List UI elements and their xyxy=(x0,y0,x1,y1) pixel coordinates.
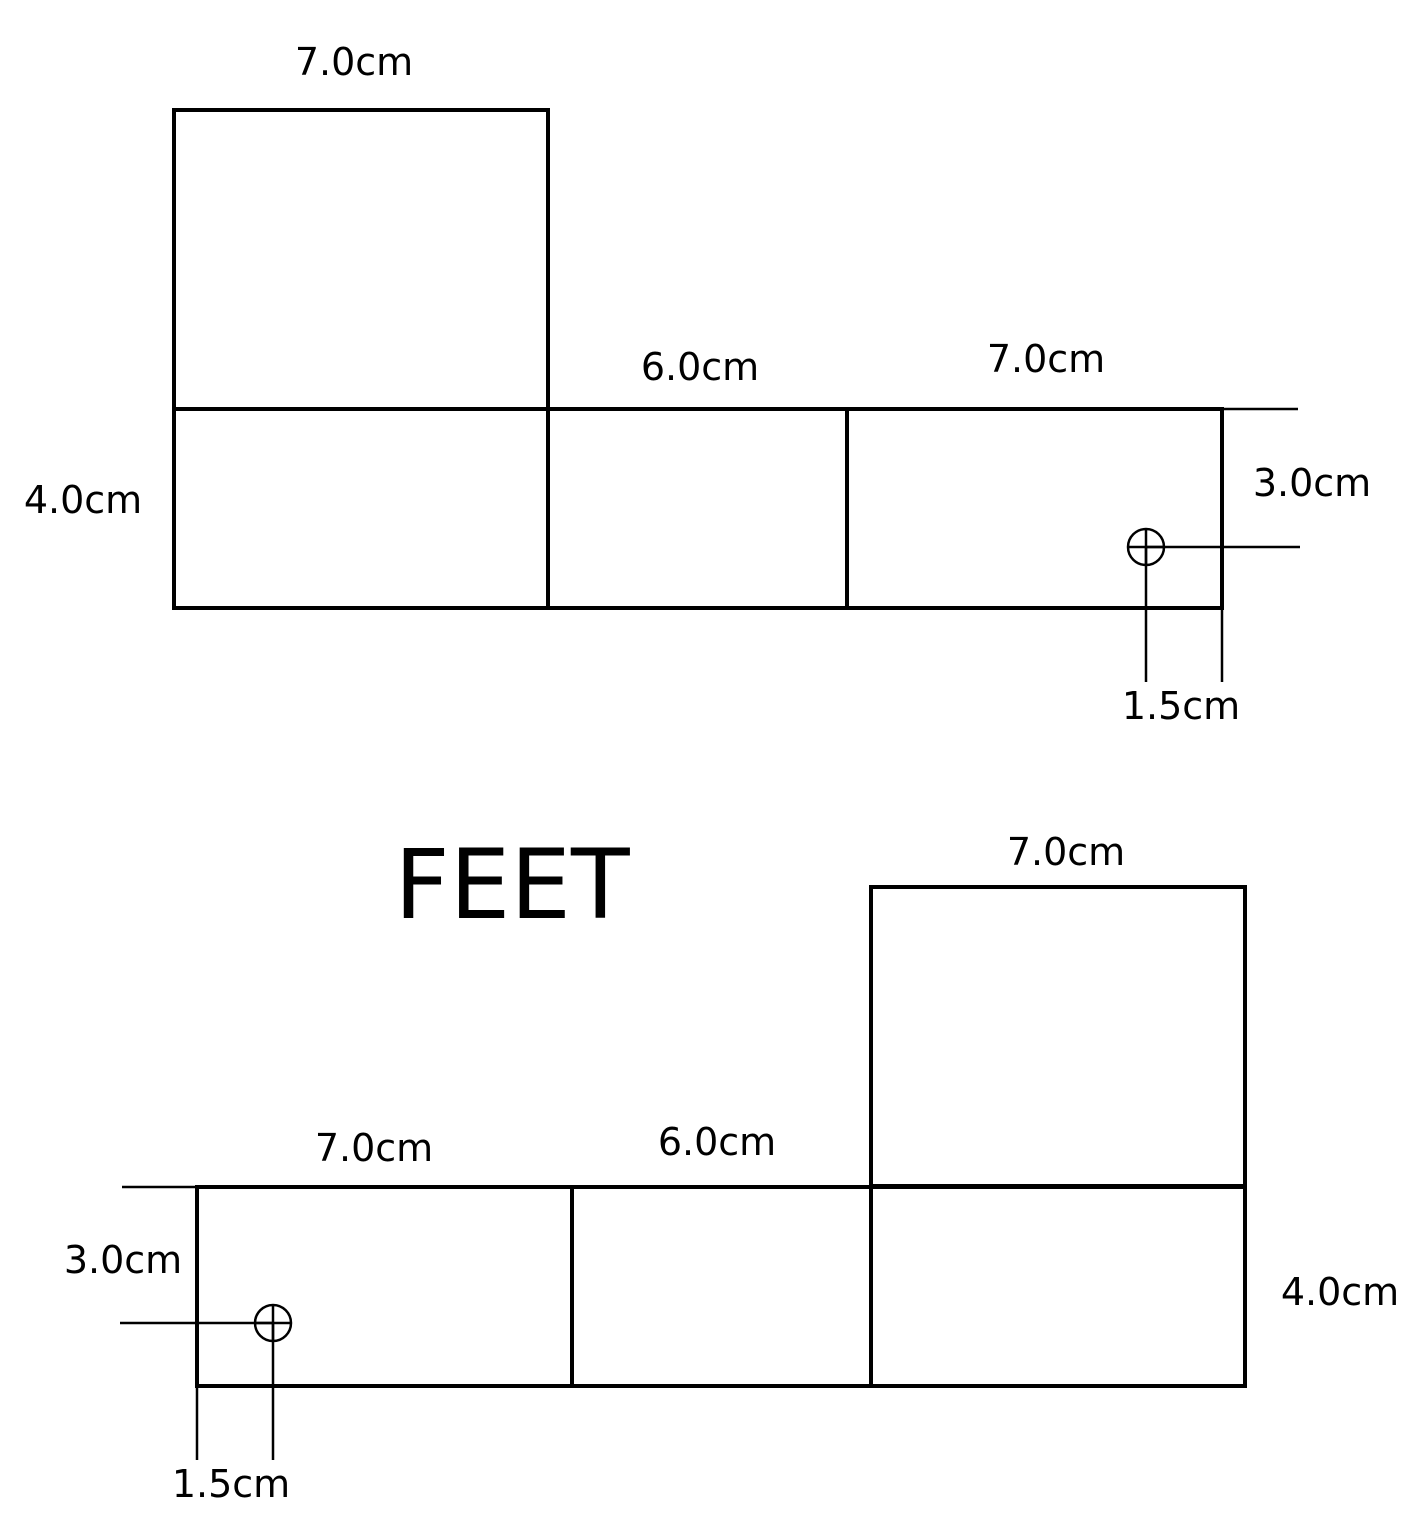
top-net-right-width-label: 7.0cm xyxy=(987,337,1105,381)
top-net-height-label: 4.0cm xyxy=(24,478,142,522)
top-net-middle-width-label: 6.0cm xyxy=(641,345,759,389)
bottom-net-flap-panel xyxy=(869,885,1247,1188)
top-net: 7.0cm 6.0cm 7.0cm 4.0cm 3.0cm 1.5cm xyxy=(24,40,1371,728)
top-net-flap-width-label: 7.0cm xyxy=(295,40,413,84)
bottom-net-hole-top-distance-label: 3.0cm xyxy=(64,1238,182,1282)
top-net-hole-marker xyxy=(1126,527,1166,567)
page-title: FEET xyxy=(394,829,630,941)
top-net-hole-top-distance-label: 3.0cm xyxy=(1253,461,1371,505)
bottom-net-middle-width-label: 6.0cm xyxy=(658,1120,776,1164)
bottom-net: 7.0cm 7.0cm 6.0cm 3.0cm 4.0cm 1.5cm xyxy=(64,830,1399,1506)
bottom-net-hole-side-distance-label: 1.5cm xyxy=(172,1462,290,1506)
bottom-net-base-strip xyxy=(195,1185,1247,1388)
top-net-base-strip xyxy=(172,407,1224,610)
top-net-flap-panel xyxy=(172,108,550,411)
top-net-hole-side-distance-label: 1.5cm xyxy=(1122,684,1240,728)
bottom-net-left-width-label: 7.0cm xyxy=(315,1126,433,1170)
bottom-net-hole-marker xyxy=(253,1303,293,1343)
bottom-net-height-label: 4.0cm xyxy=(1281,1270,1399,1314)
bottom-net-flap-width-label: 7.0cm xyxy=(1007,830,1125,874)
